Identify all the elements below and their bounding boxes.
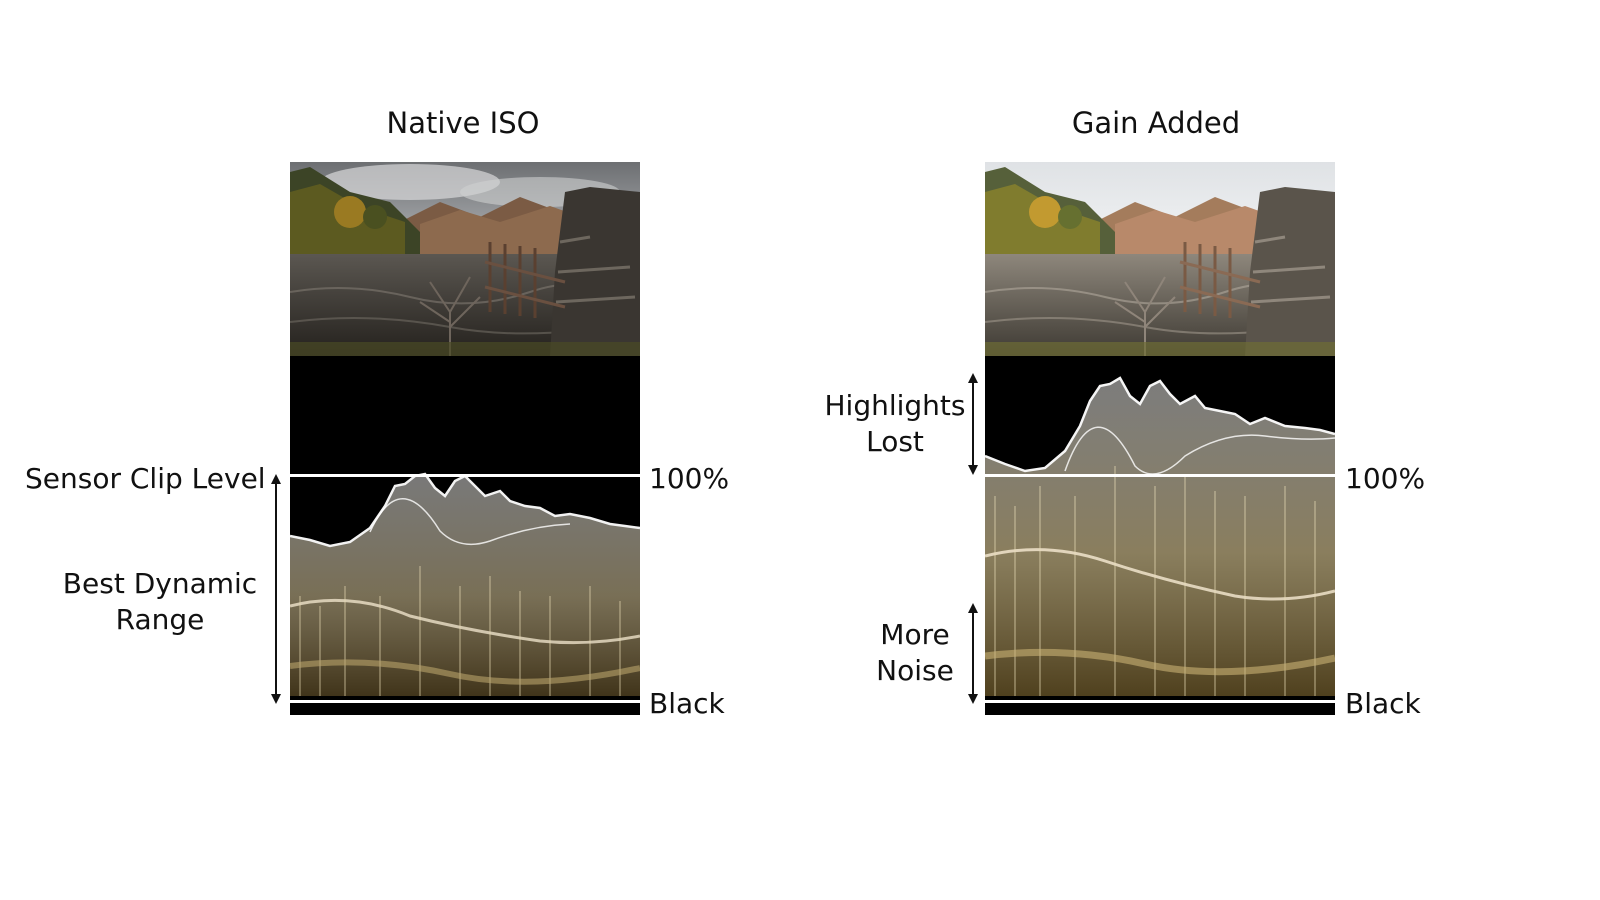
more-noise-arrow-icon: [966, 603, 980, 704]
more-noise-label: More Noise: [860, 617, 970, 689]
left-clip-line: [290, 474, 640, 477]
left-panel-title: Native ISO: [386, 106, 540, 140]
best-dynamic-range-label: Best Dynamic Range: [45, 566, 275, 638]
left-landscape-photo: [290, 162, 640, 356]
right-black-label: Black: [1345, 687, 1421, 720]
right-black-bar: [985, 705, 1335, 715]
highlights-lost-arrow-icon: [966, 373, 980, 475]
right-100-percent-label: 100%: [1345, 462, 1426, 495]
best-dynamic-range-line2: Range: [115, 603, 205, 636]
highlights-lost-label: Highlights Lost: [820, 388, 970, 460]
best-dynamic-range-line1: Best Dynamic: [62, 567, 258, 600]
dynamic-range-arrow-icon: [269, 474, 283, 704]
left-black-line: [290, 700, 640, 703]
left-100-percent-label: 100%: [649, 462, 730, 495]
sensor-clip-level-label: Sensor Clip Level: [25, 462, 266, 495]
right-panel-title: Gain Added: [1071, 106, 1241, 140]
left-black-label: Black: [649, 687, 725, 720]
left-black-bar: [290, 705, 640, 715]
more-noise-line1: More: [880, 618, 950, 651]
right-landscape-photo: [985, 162, 1335, 356]
right-clip-line: [985, 474, 1335, 477]
highlights-lost-line1: Highlights: [824, 389, 966, 422]
left-waveform-display: [290, 356, 640, 706]
right-waveform-display: [985, 356, 1335, 706]
highlights-lost-line2: Lost: [866, 425, 924, 458]
right-black-line: [985, 700, 1335, 703]
more-noise-line2: Noise: [876, 654, 954, 687]
